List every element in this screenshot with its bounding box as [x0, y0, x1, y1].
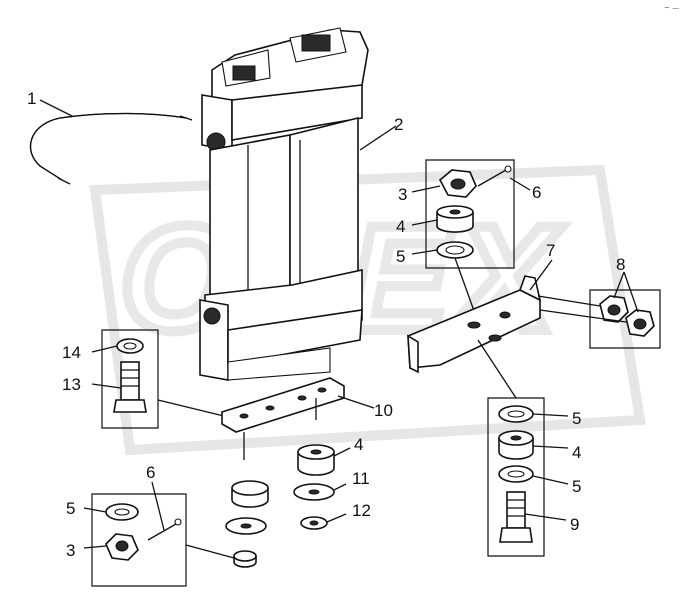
- callout-10: 10: [374, 401, 393, 420]
- part-9-bolt: [499, 491, 533, 543]
- callout-8: 8: [616, 255, 625, 274]
- part-3-nut-upper: [438, 169, 477, 198]
- callout-11: 11: [352, 469, 370, 488]
- part-5-washer-bottom: [105, 503, 139, 521]
- leader-2: [359, 125, 397, 151]
- part-1-hose: [29, 112, 193, 185]
- part-8-nut-a: [599, 295, 629, 323]
- part-5-washer-upper: [436, 241, 474, 259]
- callout-4a: 4: [396, 217, 405, 236]
- callout-7: 7: [546, 241, 555, 260]
- callout-6a: 6: [532, 183, 541, 202]
- leader-5d: [532, 475, 569, 485]
- callout-9: 9: [570, 515, 579, 534]
- leader-9: [524, 513, 567, 521]
- leader-10: [337, 395, 375, 409]
- callout-5a: 5: [396, 247, 405, 266]
- leader-7: [529, 259, 553, 291]
- leader-12: [326, 513, 347, 523]
- callout-5d: 5: [572, 477, 581, 496]
- part-4-bushing-upper: [436, 205, 474, 233]
- callout-1: 1: [27, 89, 36, 108]
- leader-3b: [83, 545, 107, 549]
- leader-5a: [411, 249, 438, 255]
- leader-8a: [613, 271, 625, 299]
- callout-4c: 4: [572, 443, 581, 462]
- part-nut-left-center: [233, 550, 257, 568]
- leader-14: [91, 345, 118, 353]
- leader-4c: [532, 445, 569, 449]
- part-11-washer-center: [293, 483, 335, 501]
- leader-4a: [411, 219, 438, 226]
- leader-6a: [509, 177, 531, 191]
- part-3-nut-bottom: [105, 533, 139, 561]
- corner-mark: ~ —: [664, 4, 679, 12]
- part-5-washer-bottom-right-a: [498, 405, 534, 423]
- part-6-cotter-pin-bottom: [147, 518, 182, 541]
- part-bushing-left-center: [231, 480, 269, 508]
- callout-12: 12: [352, 501, 371, 520]
- group-box-nuts: [589, 289, 661, 349]
- part-4-bushing-bottom-right: [498, 430, 534, 460]
- group-box-left: [101, 329, 159, 429]
- callout-2: 2: [394, 115, 403, 134]
- leader-4b: [333, 447, 351, 457]
- group-box-upper-right: [425, 159, 515, 269]
- leader-3a: [411, 185, 441, 193]
- part-2-tank-body: [199, 27, 369, 381]
- leader-5c: [532, 413, 569, 417]
- leader-1: [39, 99, 73, 117]
- leader-bracket-to-nuts-2: [539, 309, 627, 323]
- callout-13: 13: [62, 375, 81, 394]
- leader-13: [91, 383, 122, 389]
- callout-6b: 6: [146, 463, 155, 482]
- part-5-washer-bottom-right-b: [498, 465, 534, 483]
- callout-5b: 5: [66, 499, 75, 518]
- callout-14: 14: [62, 343, 81, 362]
- callout-3b: 3: [66, 541, 75, 560]
- part-8-nut-b: [625, 309, 655, 337]
- part-12-nut-center: [300, 516, 328, 530]
- watermark: [89, 164, 646, 456]
- group-box-bottom-right: [487, 397, 545, 557]
- part-washer-left-center: [225, 517, 267, 535]
- group-box-bottom-left: [91, 493, 187, 587]
- leader-left-box-to-plate: [157, 399, 233, 419]
- leader-bottom-box-to-nut: [185, 544, 235, 559]
- leader-5b: [83, 507, 107, 513]
- leader-bracket-to-nuts-1: [537, 295, 601, 307]
- leader-6b: [151, 481, 165, 531]
- callout-3a: 3: [398, 185, 407, 204]
- part-6-cotter-pin-upper: [477, 165, 512, 187]
- part-4-bushing-center: [297, 444, 335, 476]
- part-14-washer-left: [116, 338, 144, 354]
- callout-4b: 4: [354, 435, 363, 454]
- part-13-bolt-left: [113, 361, 147, 413]
- leader-11: [333, 483, 347, 491]
- leader-8b: [623, 271, 639, 313]
- part-7-bracket: [407, 275, 542, 374]
- callout-5c: 5: [572, 409, 581, 428]
- leader-bracket-to-bottom-right: [477, 339, 517, 399]
